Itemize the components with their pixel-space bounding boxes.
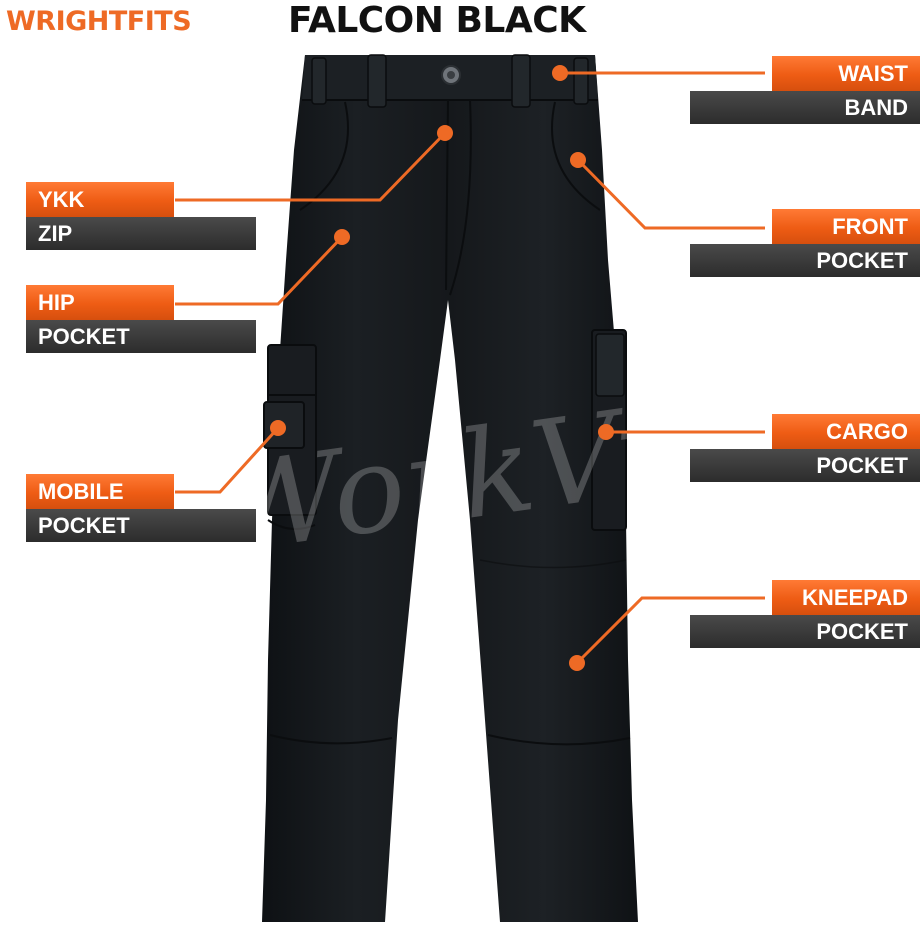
callout-title: HIP bbox=[26, 285, 174, 320]
callout-title: YKK bbox=[26, 182, 174, 217]
callout-lines bbox=[175, 71, 765, 665]
callout-subtitle: POCKET bbox=[690, 449, 920, 482]
trousers-body bbox=[262, 55, 638, 922]
callout-subtitle: POCKET bbox=[690, 244, 920, 277]
callout-front-pocket: FRONT POCKET bbox=[690, 209, 920, 277]
front-pocket-dot bbox=[570, 152, 586, 168]
callout-title: MOBILE bbox=[26, 474, 174, 509]
callout-title: WAIST bbox=[772, 56, 920, 91]
page-title: FALCON BLACK bbox=[288, 0, 586, 41]
callout-subtitle: POCKET bbox=[690, 615, 920, 648]
hip-pocket-dot bbox=[334, 229, 350, 245]
callout-subtitle: ZIP bbox=[26, 217, 256, 250]
brand-logo: WRIGHTFITS bbox=[6, 6, 192, 37]
mobile-pocket-dot bbox=[270, 420, 286, 436]
belt-loop bbox=[367, 54, 387, 108]
callout-ykk-zip: YKK ZIP bbox=[26, 182, 256, 250]
belt-loop bbox=[311, 57, 327, 105]
callout-subtitle: POCKET bbox=[26, 320, 256, 353]
callout-dots bbox=[270, 65, 614, 671]
belt-loop bbox=[573, 57, 589, 105]
callout-title: CARGO bbox=[772, 414, 920, 449]
callout-title: FRONT bbox=[772, 209, 920, 244]
callout-subtitle: POCKET bbox=[26, 509, 256, 542]
callout-subtitle: BAND bbox=[690, 91, 920, 124]
kneepad-pocket-dot bbox=[569, 655, 585, 671]
callout-kneepad-pocket: KNEEPAD POCKET bbox=[690, 580, 920, 648]
callout-mobile-pocket: MOBILE POCKET bbox=[26, 474, 256, 542]
callout-title: KNEEPAD bbox=[772, 580, 920, 615]
ykk-zip-dot bbox=[437, 125, 453, 141]
waist-band-dot bbox=[552, 65, 568, 81]
callout-cargo-pocket: CARGO POCKET bbox=[690, 414, 920, 482]
callout-hip-pocket: HIP POCKET bbox=[26, 285, 256, 353]
callout-waist-band: WAIST BAND bbox=[690, 56, 920, 124]
belt-loop bbox=[511, 54, 531, 108]
cargo-pocket-dot bbox=[598, 424, 614, 440]
